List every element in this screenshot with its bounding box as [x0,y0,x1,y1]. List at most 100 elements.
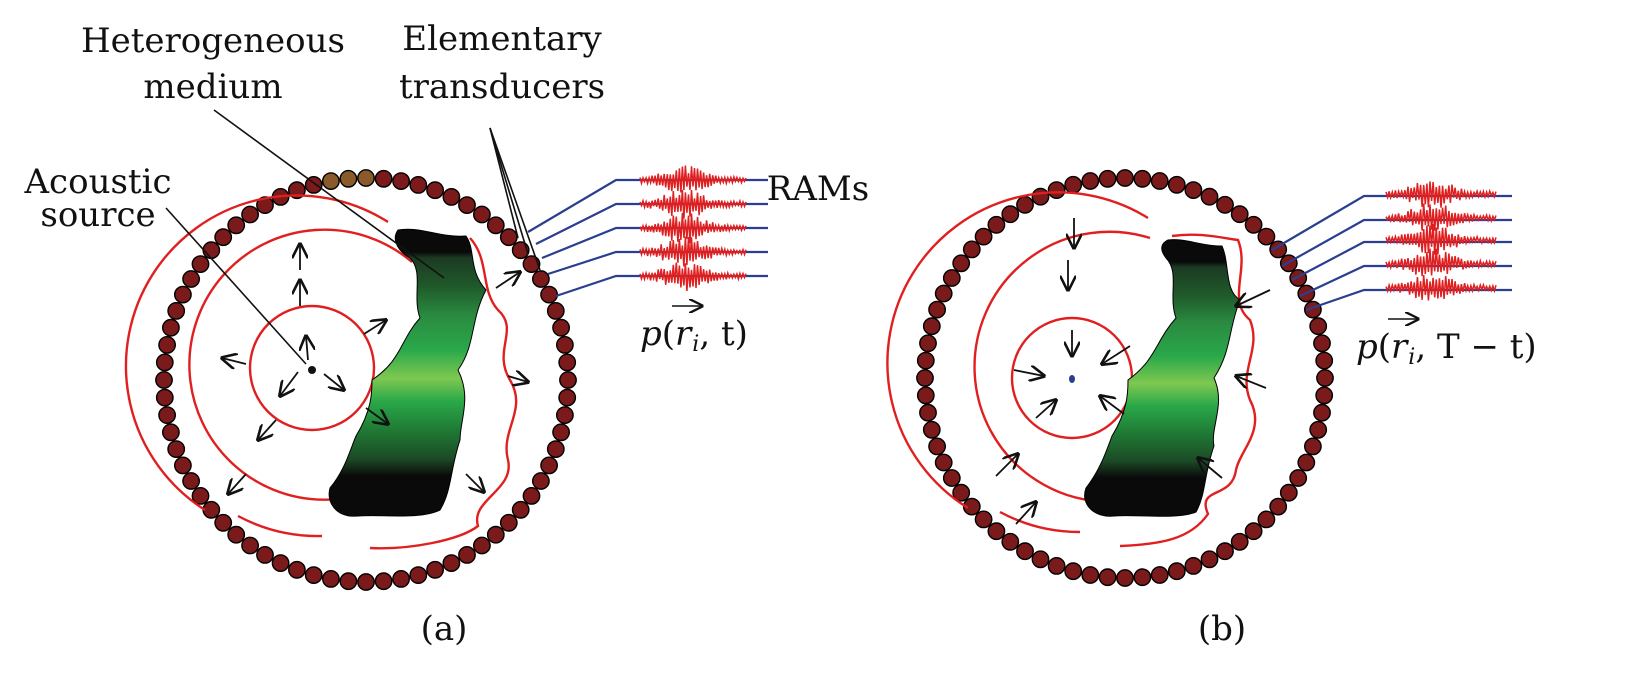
transducer-element [922,317,941,336]
transducer-element [1304,437,1322,456]
acoustic-source-dot [308,366,316,374]
transducer-element [182,270,201,288]
transducer-element [241,205,260,224]
transducer-element [256,196,274,215]
transducer-element [271,554,290,572]
transducer-element [1315,386,1334,405]
transducer-element [167,301,186,320]
outer-wavefront-b-right [1119,233,1257,548]
transducer-element [426,560,444,579]
label-rams: RAMs [767,169,869,209]
transducer-element [214,228,233,247]
transducer-element [1289,469,1308,487]
transducer-element [1031,550,1050,569]
focus-spot [1069,375,1075,383]
transducer-element [1309,317,1328,336]
transducer-element [472,205,491,224]
signals-b [1385,181,1497,301]
transducer-element [1081,566,1100,584]
transducer-element [321,570,340,588]
transducer-element [1001,532,1020,551]
wire [555,274,768,298]
transducer-element [202,241,221,260]
transducer-element [1016,195,1034,214]
transducer-element [458,196,476,215]
arrow-icon [222,358,247,364]
arrow-icon [507,376,528,382]
transducer-element [392,172,410,191]
transducer-element [1230,532,1249,551]
arrow-icon [1102,345,1131,364]
arrow-icon [995,454,1018,477]
transducer-element [1257,227,1276,246]
transducer-element [1244,215,1263,234]
caption-b: (b) [1198,609,1246,649]
transducer-element [409,175,428,194]
transducer-element [552,318,570,337]
arrow-icon [363,320,386,335]
transducer-element [1200,550,1219,569]
signal-trace [1385,181,1497,208]
transducer-element [161,318,180,337]
inner-wavefront-a [248,304,376,432]
transducer-element [214,513,233,532]
transducer-element [987,215,1006,234]
transducer-element [546,440,565,458]
transducer-element [202,500,221,519]
signal-trace [1385,224,1497,255]
transducer-element [486,216,505,235]
transducer-element [339,169,358,188]
transducer-element [1150,566,1169,584]
transducer-element [1116,569,1134,587]
transducer-element [558,388,577,407]
wire [535,202,768,245]
arrow-icon [495,272,520,289]
transducer-element [511,500,530,519]
signal-trace [639,212,747,244]
transducer-element [1200,187,1219,206]
transducer-element [392,570,410,588]
label-transducers-line2: transducers [399,67,605,107]
transducer-element [934,284,953,303]
transducer-element [952,483,971,502]
wires-b [1271,194,1512,312]
transducer-element [1244,522,1263,541]
transducer-element [374,169,393,188]
transducer-element [1047,557,1066,575]
transducer-element [1230,205,1249,224]
transducer-element [1216,542,1234,561]
heterogeneous-medium-b [1084,239,1241,517]
signal-trace [1385,203,1497,231]
transducer-element [962,240,981,259]
transducer-element [357,169,375,187]
heterogeneous-medium-a [328,228,487,517]
signal-trace [639,165,747,193]
transducer-element [552,423,570,442]
transducer-element [1133,568,1152,587]
transducer-element [1313,334,1331,353]
transducer-element [1216,195,1234,214]
transducer-element [1047,181,1066,200]
transducer-ring-b [916,169,1334,587]
label-source-line1: Acoustic [24,162,172,202]
label-heterogeneous-line2: medium [143,67,282,107]
arrow-icon [323,373,344,390]
wire [541,226,768,260]
svg-text:p(ri, T − t): p(ri, T − t) [1356,327,1537,370]
transducer-element [1269,240,1288,259]
signal-trace [1385,275,1497,301]
transducer-element [522,486,541,505]
label-source-line2: source [40,195,155,235]
inward-arrows-b [995,218,1271,525]
transducer-element [919,403,937,422]
transducer-element [287,560,306,579]
transducer-element [158,406,177,424]
transducer-ring-a [155,169,577,591]
transducer-element [442,554,461,572]
signal-label-a: p(ri, t) [640,306,748,357]
transducer-element [919,334,937,353]
arrow-icon [465,473,484,492]
arrow-icon [228,473,247,494]
transducer-element [1184,557,1203,575]
transducer-element [1016,542,1034,561]
